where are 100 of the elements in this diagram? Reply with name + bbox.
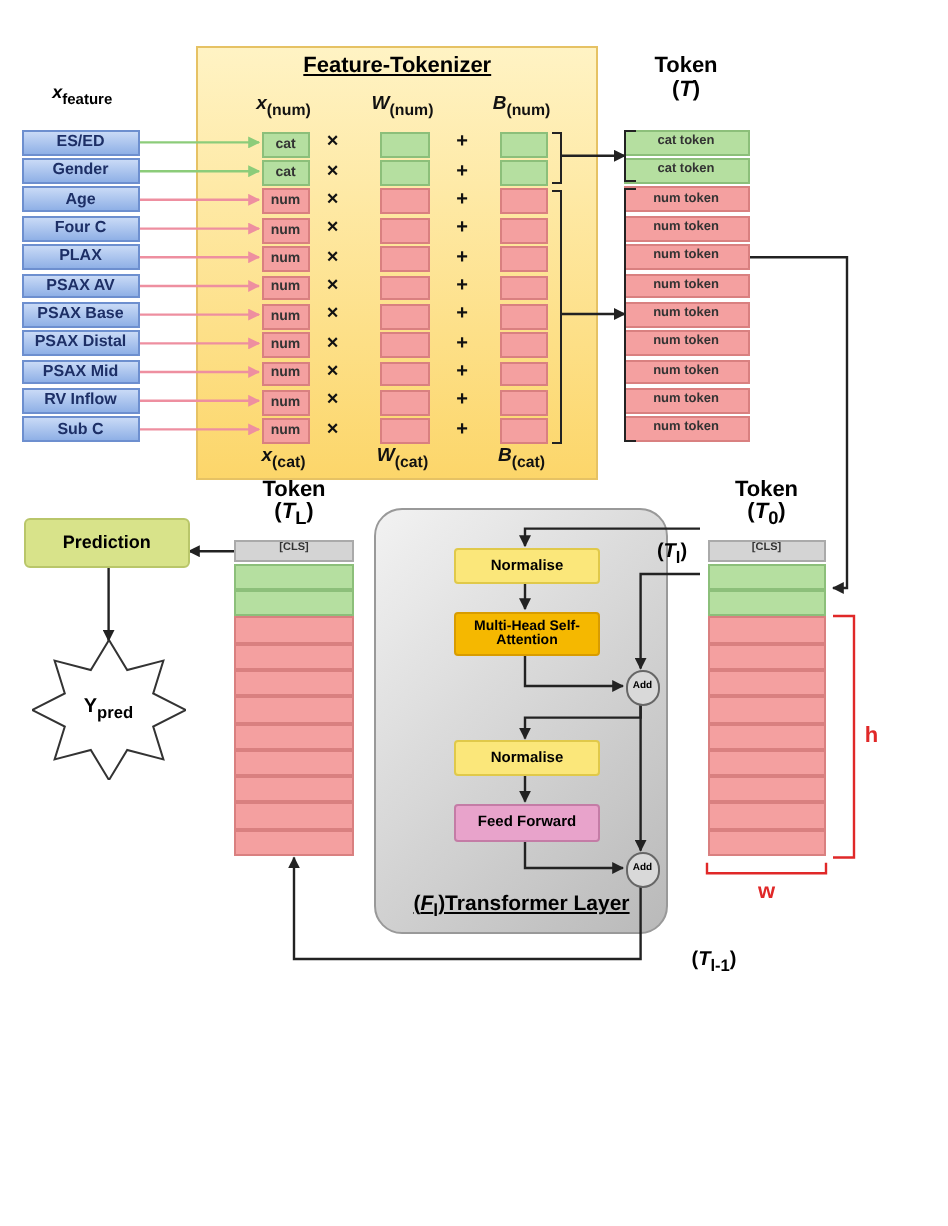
prediction-box: Prediction	[24, 518, 189, 567]
token-block	[234, 643, 354, 670]
parameter-block	[499, 389, 548, 416]
feature-box: PSAX AV	[21, 273, 140, 299]
operator-sign: +	[456, 188, 468, 211]
token-block	[234, 616, 354, 644]
panel-title: (F$_{l}$)Transformer Layer	[411, 893, 632, 921]
arrow	[140, 308, 261, 321]
arrow	[749, 256, 849, 594]
operator-sign: +	[456, 131, 468, 154]
arrow	[140, 280, 261, 292]
dimension-label: h	[864, 723, 879, 747]
operator-sign: +	[456, 303, 468, 326]
arrow	[140, 337, 261, 350]
operator-sign: +	[456, 246, 468, 269]
feature-box: RV Inflow	[21, 387, 140, 414]
parameter-block	[380, 361, 429, 387]
token-block	[234, 749, 354, 777]
operator-sign: +	[456, 160, 468, 183]
parameter-block	[380, 332, 429, 359]
parameter-block	[499, 332, 548, 359]
arrow	[519, 527, 700, 548]
parameter-block	[499, 361, 548, 387]
arrow	[187, 545, 235, 558]
arrow	[519, 581, 531, 611]
parameter-block	[380, 188, 429, 215]
parameter-block	[380, 131, 429, 158]
symbol-label: x$_{(cat)}$	[261, 445, 306, 472]
edge-label: (T$_{l-1}$)	[691, 949, 737, 976]
token-block	[707, 616, 826, 644]
arrow	[140, 165, 261, 178]
symbol-label: B$_{(num)}$	[492, 92, 551, 118]
arrow	[560, 308, 626, 320]
tokenizer-panel	[196, 45, 599, 480]
arrow	[519, 773, 531, 803]
parameter-block	[380, 389, 429, 416]
bracket	[551, 189, 562, 443]
feature-box: ES/ED	[21, 129, 140, 156]
arrow	[140, 423, 261, 436]
token-block	[234, 563, 354, 591]
operator-sign: ×	[326, 246, 339, 269]
token-block	[707, 590, 826, 617]
operator-sign: +	[456, 274, 468, 297]
token-block	[707, 643, 826, 670]
parameter-block	[499, 303, 548, 330]
operator-sign: +	[456, 332, 468, 355]
token-block	[707, 776, 826, 803]
transformer-panel	[374, 507, 669, 935]
feature-box: PSAX Distal	[21, 330, 140, 357]
parameter-block	[499, 246, 548, 273]
column-heading: Token (T$_{0}$)	[732, 479, 801, 531]
feature-heading: x$_{feature}$	[50, 84, 115, 108]
arrow	[288, 856, 642, 961]
symbol-label: W$_{(num)}$	[371, 92, 434, 118]
arrow	[634, 703, 647, 852]
parameter-block	[499, 188, 548, 215]
arrow	[560, 149, 626, 162]
operator-sign: +	[456, 217, 468, 240]
operator-sign: ×	[326, 303, 339, 326]
edge-label: (T$_{l}$)	[656, 540, 688, 566]
arrow	[140, 251, 261, 264]
token-block	[707, 723, 826, 750]
token-block	[234, 802, 354, 830]
feature-box: Four C	[21, 215, 140, 242]
feature-box: PSAX Mid	[21, 359, 140, 385]
parameter-block	[380, 275, 429, 301]
bracket	[624, 129, 636, 182]
feature-box: PLAX	[21, 244, 140, 271]
arrow	[523, 840, 625, 874]
parameter-block	[380, 217, 429, 244]
parameter-block	[499, 418, 548, 445]
dimension-label: w	[757, 880, 776, 905]
arrow	[140, 394, 261, 407]
parameter-block	[499, 160, 548, 187]
token-block	[707, 829, 826, 857]
arrow	[140, 136, 261, 149]
token-block	[234, 696, 354, 724]
parameter-block	[380, 418, 429, 445]
operator-sign: ×	[326, 361, 339, 384]
token-block	[707, 802, 826, 830]
operator-sign: ×	[326, 160, 339, 183]
column-heading: Token (T$_{L}$)	[260, 479, 328, 531]
operator-sign: ×	[326, 332, 339, 355]
operator-sign: +	[456, 418, 468, 441]
parameter-block	[380, 160, 429, 187]
operator-sign: ×	[326, 188, 339, 211]
arrow	[102, 567, 115, 642]
operator-sign: ×	[326, 131, 339, 154]
feature-box: Sub C	[21, 416, 140, 443]
arrow	[523, 654, 625, 692]
feature-box: Gender	[21, 158, 140, 185]
bracket	[551, 131, 562, 184]
token-block	[234, 776, 354, 803]
token-block	[707, 696, 826, 724]
operator-sign: +	[456, 389, 468, 412]
token-block	[707, 669, 826, 697]
operator-sign: ×	[326, 217, 339, 240]
parameter-block	[380, 246, 429, 273]
bracket	[624, 187, 636, 441]
token-block	[707, 749, 826, 777]
